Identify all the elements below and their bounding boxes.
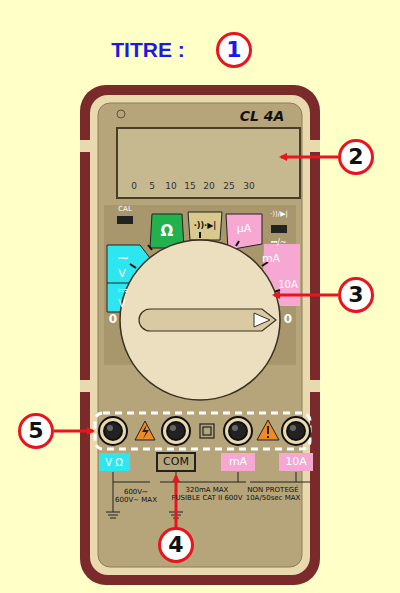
- off-label: 0: [284, 313, 292, 326]
- scale-mark: 30: [243, 182, 254, 192]
- callout-number: 5: [18, 413, 54, 449]
- terminal-label: V Ω: [105, 457, 123, 468]
- terminal-label: 10A: [285, 456, 307, 468]
- title: TITRE :: [111, 38, 185, 61]
- rating-note: 600V⎓ 600V~ MAX: [115, 489, 157, 504]
- button-label: ⎓/~: [271, 239, 286, 248]
- scale-mark: 15: [184, 182, 195, 192]
- range-label: V: [118, 268, 126, 280]
- range-label: mA: [262, 253, 280, 265]
- callout-number: 3: [338, 277, 374, 313]
- terminal-label: COM: [163, 456, 189, 468]
- range-label: µA: [237, 223, 252, 235]
- scale-mark: 10: [165, 182, 176, 192]
- scale-mark: 20: [203, 182, 214, 192]
- range-label: V: [118, 298, 126, 310]
- scale-mark: 0: [131, 182, 137, 192]
- rating-note: NON PROTEGÉ 10A/50sec MAX: [239, 487, 307, 502]
- range-label: ·))·▶|: [194, 222, 216, 231]
- range-label: ~: [117, 250, 130, 267]
- button-label: ·))/▶|: [270, 211, 288, 219]
- range-label: 10A: [278, 279, 298, 290]
- model-name: CL 4A: [240, 109, 285, 124]
- rating-note: 320mA MAX FUSIBLE CAT II 600V: [171, 487, 243, 502]
- range-label: Ω: [161, 223, 174, 240]
- scale-mark: 5: [149, 182, 155, 192]
- callout-number: 2: [338, 139, 374, 175]
- callout-number: 1: [216, 32, 252, 68]
- off-label: 0: [109, 313, 117, 326]
- scale-mark: 25: [223, 182, 234, 192]
- button-label: CAL: [118, 206, 132, 214]
- terminal-label: mA: [229, 456, 247, 468]
- callout-number: 4: [158, 527, 194, 563]
- range-label: ⎓: [118, 284, 128, 297]
